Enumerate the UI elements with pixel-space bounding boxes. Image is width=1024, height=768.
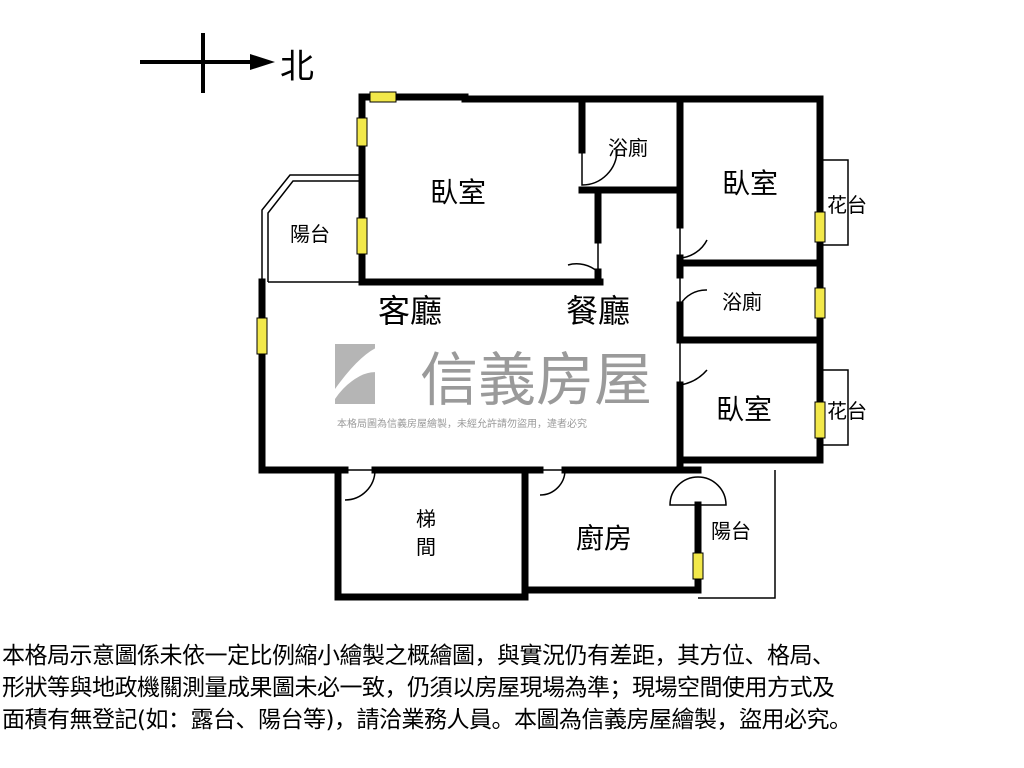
north-arrow-icon: [140, 33, 275, 93]
floor-plan: 信義房屋 本格局圖為信義房屋繪製，未經允許請勿盜用，違者必究 北: [140, 33, 867, 601]
room-bedroom-3: 臥室: [716, 393, 772, 426]
disclaimer-line: 面積有無登記(如：露台、陽台等)，請洽業務人員。本圖為信義房屋繪製，盜用必究。: [2, 707, 852, 733]
door-arc: [539, 469, 566, 496]
room-living: 客廳: [378, 292, 442, 330]
thin-outlines: [261, 159, 849, 599]
room-planter-2: 花台: [827, 399, 867, 423]
disclaimer-line: 本格局示意圖係未依一定比例縮小繪製之概繪圖，與實況仍有差距，其方位、格局、: [2, 643, 835, 669]
door-arc: [581, 149, 618, 186]
room-bedroom-2: 臥室: [722, 167, 778, 200]
room-stair-2: 間: [416, 535, 436, 559]
disclaimer: 本格局示意圖係未依一定比例縮小繪製之概繪圖，與實況仍有差距，其方位、格局、 形狀…: [2, 640, 1024, 736]
room-dining: 餐廳: [566, 292, 630, 330]
room-kitchen: 廚房: [576, 522, 632, 555]
disclaimer-line: 形狀等與地政機關測量成果圖未必一致，仍須以房屋現場為準；現場空間使用方式及: [2, 675, 835, 701]
door-arc: [679, 275, 708, 308]
watermark-notice: 本格局圖為信義房屋繪製，未經允許請勿盜用，違者必究: [337, 417, 587, 430]
room-bath-1: 浴廁: [608, 136, 648, 160]
room-stair-1: 梯: [416, 507, 436, 531]
door-arc: [669, 476, 727, 506]
doors: [344, 149, 727, 506]
room-planter-1: 花台: [827, 193, 867, 217]
compass-label: 北: [280, 47, 314, 87]
door-arc: [567, 240, 599, 274]
walls: [258, 93, 824, 601]
door-arc: [679, 225, 708, 259]
door-arc: [344, 469, 376, 501]
watermark: 信義房屋 本格局圖為信義房屋繪製，未經允許請勿盜用，違者必究: [335, 344, 652, 430]
room-labels: 臥室 浴廁 臥室 花台 陽台 浴廁 客廳 餐廳 臥室 花台 梯 間 廚房 陽台: [290, 136, 867, 559]
door-arc: [679, 340, 708, 386]
room-balcony-2: 陽台: [711, 519, 751, 543]
room-balcony-1: 陽台: [290, 222, 330, 246]
brand-logo-icon: [335, 344, 410, 404]
room-bath-2: 浴廁: [722, 290, 762, 314]
windows: [256, 91, 826, 580]
watermark-brand: 信義房屋: [420, 346, 652, 414]
room-bedroom-1: 臥室: [430, 176, 486, 209]
